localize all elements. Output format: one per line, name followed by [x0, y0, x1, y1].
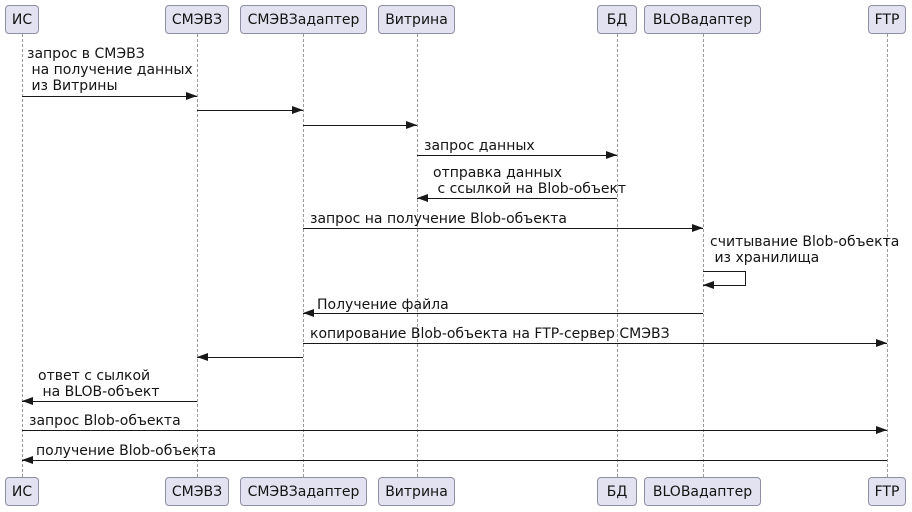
message-line: [22, 430, 887, 431]
message-label: считывание Blob-объекта из хранилища: [710, 234, 900, 266]
message-label: получение Blob-объекта: [36, 443, 217, 459]
message-label: копирование Blob-объекта на FTP-сервер С…: [310, 326, 670, 342]
participant-top-bd: БД: [597, 5, 637, 34]
arrowhead: [22, 456, 33, 464]
message-label: отправка данных с ссылкой на Blob-объект: [433, 165, 627, 197]
participant-bottom-blobadapter: BLOBадаптер: [644, 477, 761, 506]
participant-bottom-vitrina: Витрина: [378, 477, 455, 506]
message-line: [417, 198, 617, 199]
participant-top-ftp: FTP: [868, 5, 906, 34]
participant-bottom-ftp: FTP: [868, 477, 906, 506]
self-message-top-line: [703, 271, 746, 272]
participant-bottom-is: ИС: [5, 477, 39, 506]
message-label: ответ с сылкой на BLOB-объект: [38, 368, 160, 400]
self-message-bottom-line: [703, 285, 746, 286]
message-line: [417, 155, 617, 156]
message-line: [22, 460, 887, 461]
participant-top-smev3adapter: СМЭВЗадаптер: [240, 5, 367, 34]
lifeline-smev3: [197, 34, 198, 477]
arrowhead: [406, 121, 417, 129]
message-line: [303, 125, 417, 126]
arrowhead: [703, 281, 714, 289]
message-label: запрос Blob-объекта: [29, 413, 181, 429]
message-line: [22, 96, 197, 97]
message-line: [303, 313, 703, 314]
arrowhead: [197, 353, 208, 361]
arrowhead: [292, 106, 303, 114]
participant-top-smev3: СМЭВЗ: [165, 5, 229, 34]
participant-top-blobadapter: BLOBадаптер: [644, 5, 761, 34]
arrowhead: [876, 426, 887, 434]
arrowhead: [876, 339, 887, 347]
arrowhead: [303, 309, 314, 317]
message-label: запрос на получение Blob-объекта: [310, 211, 568, 227]
lifeline-blobadapter: [703, 34, 704, 477]
message-label: Получение файла: [317, 297, 449, 313]
arrowhead: [186, 92, 197, 100]
message-line: [303, 343, 887, 344]
arrowhead: [22, 397, 33, 405]
arrowhead: [692, 224, 703, 232]
arrowhead: [417, 194, 428, 202]
self-message-right-line: [745, 271, 746, 286]
lifeline-is: [22, 34, 23, 477]
lifeline-smev3adapter: [303, 34, 304, 477]
lifeline-vitrina: [417, 34, 418, 477]
message-line: [197, 357, 303, 358]
message-label: запрос данных: [424, 138, 535, 154]
message-label: запрос в СМЭВЗ на получение данных из Ви…: [27, 46, 193, 94]
participant-top-is: ИС: [5, 5, 39, 34]
arrowhead: [606, 151, 617, 159]
participant-top-vitrina: Витрина: [378, 5, 455, 34]
participant-bottom-bd: БД: [597, 477, 637, 506]
participant-bottom-smev3: СМЭВЗ: [165, 477, 229, 506]
lifeline-ftp: [887, 34, 888, 477]
message-line: [22, 401, 197, 402]
message-line: [303, 228, 703, 229]
lifeline-bd: [617, 34, 618, 477]
participant-bottom-smev3adapter: СМЭВЗадаптер: [240, 477, 367, 506]
message-line: [197, 110, 303, 111]
